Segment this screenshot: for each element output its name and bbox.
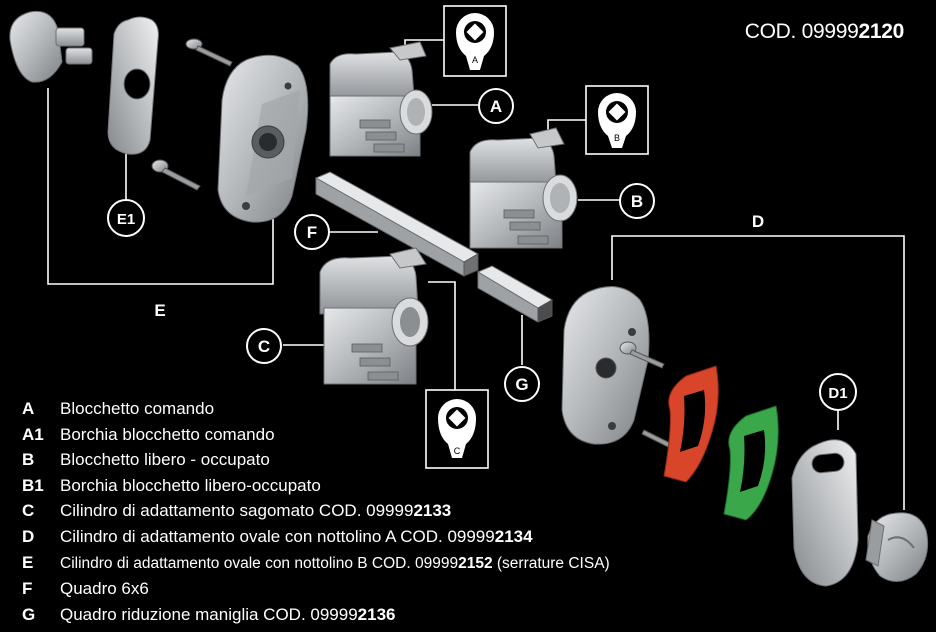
- label-d: D: [752, 212, 764, 231]
- control-block-a: [329, 41, 433, 157]
- legend-text: Borchia blocchetto comando: [60, 424, 275, 444]
- legend-key: B: [22, 450, 35, 470]
- legend-key: G: [22, 604, 36, 624]
- legend-code: 2133: [413, 501, 452, 521]
- svg-text:E1: E1: [117, 211, 135, 228]
- legend-text: Borchia blocchetto libero-occupato: [60, 475, 321, 495]
- key-icon-letter-c: C: [454, 446, 461, 456]
- legend-row: A1 Borchia blocchetto comando: [22, 422, 610, 448]
- legend-row: A Blocchetto comando: [22, 396, 610, 422]
- svg-text:C: C: [258, 337, 270, 356]
- leader-lines: [47, 39, 905, 510]
- red-gasket: [663, 365, 719, 483]
- callout-c: C: [246, 328, 282, 364]
- callout-f: F: [294, 214, 330, 250]
- svg-text:F: F: [307, 223, 317, 242]
- svg-text:G: G: [515, 375, 528, 394]
- legend-key: A: [22, 399, 35, 418]
- oval-base-e: [217, 54, 309, 223]
- legend-key: B1: [22, 475, 44, 495]
- legend-code: 2134: [494, 526, 533, 546]
- callout-g: G: [504, 366, 540, 402]
- key-icon-box-a: A: [443, 5, 507, 77]
- rosette-plate-d1: [791, 439, 859, 587]
- legend-key: A1: [22, 424, 44, 444]
- legend-text: Blocchetto libero - occupato: [60, 450, 270, 470]
- legend-text: Quadro riduzione maniglia COD. 09999: [60, 604, 358, 624]
- legend-text: Cilindro di adattamento ovale con nottol…: [60, 554, 459, 572]
- cap-knob-d: [865, 512, 929, 582]
- legend-row: G Quadro riduzione maniglia COD. 09999213…: [22, 602, 610, 628]
- product-code-prefix: COD. 09999: [744, 20, 859, 43]
- green-gasket: [723, 405, 779, 521]
- product-code-suffix: 2120: [858, 20, 904, 43]
- legend-text: Cilindro di adattamento ovale con nottol…: [60, 526, 495, 546]
- label-e: E: [154, 301, 165, 320]
- screw-bottom: [151, 159, 201, 191]
- legend-code: 2136: [357, 604, 396, 624]
- callout-e1: E1: [107, 199, 145, 237]
- callout-d1: D1: [819, 373, 857, 411]
- callout-a: A: [478, 88, 514, 124]
- screw-top: [185, 38, 233, 67]
- legend-text: Blocchetto comando: [60, 399, 215, 418]
- legend-row: E Cilindro di adattamento ovale con notto…: [22, 550, 610, 577]
- legend-row: C Cilindro di adattamento sagomato COD. 0…: [22, 498, 610, 524]
- product-code: COD. 099992120: [744, 20, 905, 44]
- key-icon-box-c: C: [425, 389, 489, 469]
- legend-row: B Blocchetto libero - occupato: [22, 447, 610, 473]
- reduction-bar-g: [476, 265, 554, 323]
- key-icon-letter-a: A: [472, 55, 478, 65]
- legend-row: B1 Borchia blocchetto libero-occupato: [22, 473, 610, 499]
- rosette-plate-e1: [107, 16, 159, 155]
- svg-text:D1: D1: [828, 385, 847, 402]
- free-busy-block-b: [469, 127, 578, 249]
- legend-key: E: [22, 552, 34, 572]
- screw-d-top: [619, 341, 665, 369]
- legend-code: 2152: [458, 554, 493, 572]
- legend-row: D Cilindro di adattamento ovale con notto…: [22, 524, 610, 550]
- legend-key: C: [22, 501, 35, 521]
- legend-key: F: [22, 579, 33, 599]
- legend-suffix: (serrature CISA): [492, 554, 610, 572]
- cylinder-c: [319, 247, 429, 385]
- key-icon-box-b: B: [585, 85, 649, 155]
- svg-text:A: A: [490, 97, 502, 116]
- legend-text: Cilindro di adattamento sagomato COD. 09…: [60, 501, 414, 521]
- key-icon-letter-b: B: [614, 133, 620, 143]
- oval-base-d: [561, 286, 650, 445]
- callout-b: B: [619, 183, 655, 219]
- legend-text: Quadro 6x6: [60, 579, 149, 599]
- legend-key: D: [22, 526, 35, 546]
- square-bar-f: [314, 171, 480, 277]
- cap-knob-e: [9, 10, 93, 83]
- svg-text:B: B: [631, 192, 643, 211]
- legend-row: F Quadro 6x6: [22, 576, 610, 602]
